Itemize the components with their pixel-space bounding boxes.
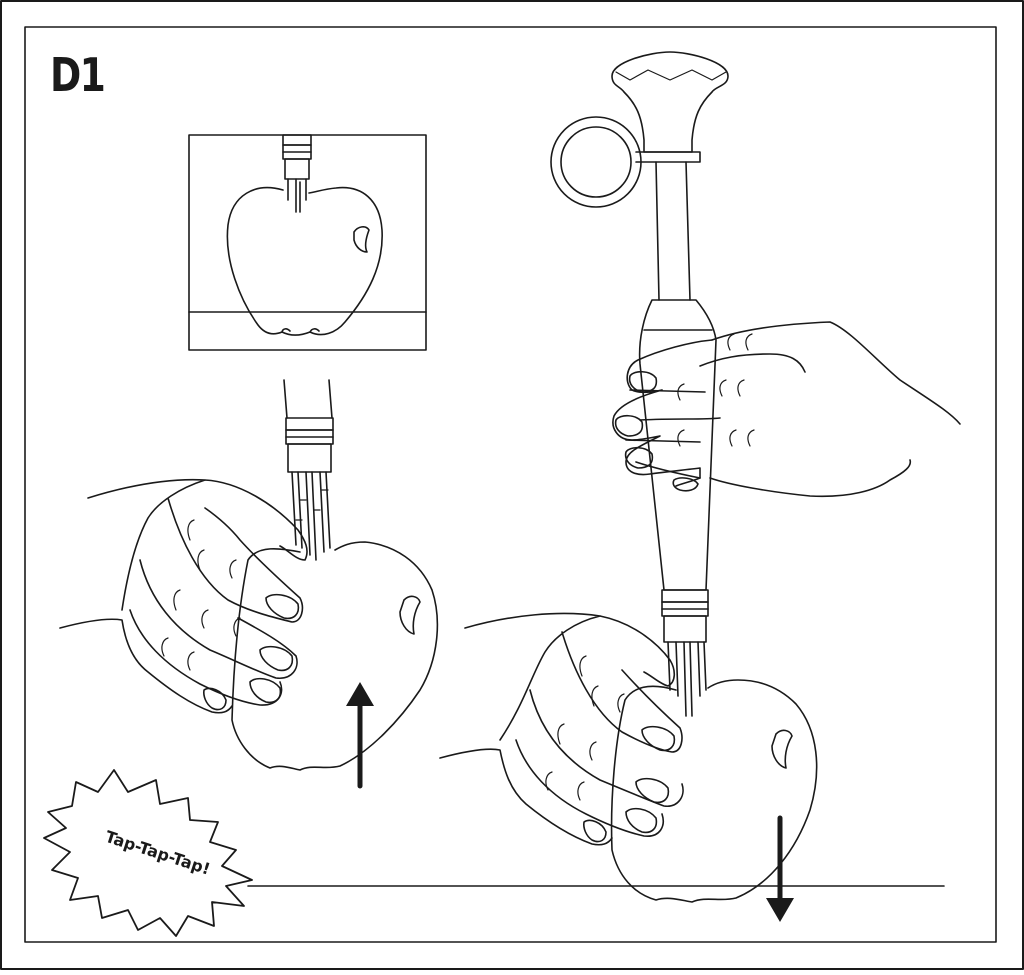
arrow-up-icon <box>346 682 374 789</box>
arrow-down-icon <box>766 815 794 922</box>
left-apple <box>231 541 439 771</box>
right-scene <box>439 51 961 922</box>
burst-text: Tap-Tap-Tap! <box>103 827 213 879</box>
right-lower-hand <box>439 612 684 846</box>
tap-burst: Tap-Tap-Tap! <box>43 769 253 937</box>
inner-frame <box>24 26 997 943</box>
corer-knob <box>611 51 729 153</box>
right-apple <box>610 679 818 903</box>
left-hand <box>59 478 308 714</box>
corer-ring <box>550 116 642 208</box>
corer-handle <box>638 299 717 591</box>
left-scene <box>59 379 439 789</box>
step-label: D1 <box>50 48 106 102</box>
inset-apple <box>226 186 383 336</box>
inset-panel <box>188 134 427 351</box>
right-upper-hand <box>625 321 961 498</box>
